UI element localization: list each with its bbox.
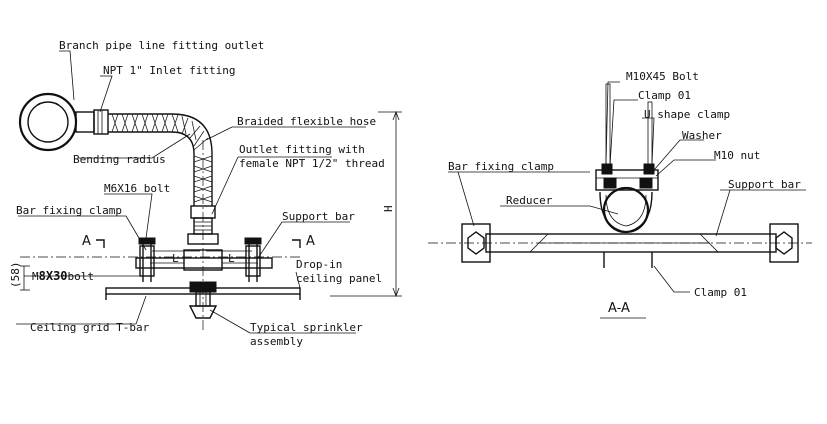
label-ceiling-grid: Ceiling grid T-bar xyxy=(30,321,150,334)
label-drop-in-2: ceiling panel xyxy=(296,272,382,285)
label-m10-nut: M10 nut xyxy=(714,149,760,162)
dimension-h: H xyxy=(330,110,402,298)
dimension-l: L L xyxy=(152,250,252,265)
braided-flexible-hose xyxy=(108,113,213,206)
label-outlet-fitting-1: Outlet fitting with xyxy=(239,143,365,156)
section-a-a-view: M10X45 Bolt Clamp 01 U shape clamp Washe… xyxy=(428,70,812,319)
label-sprinkler-1: Typical sprinkler xyxy=(250,321,363,334)
bar-fixing-clamp-right xyxy=(244,237,262,282)
label-npt-inlet: NPT 1" Inlet fitting xyxy=(103,64,235,77)
dimension-l1-text: L xyxy=(172,252,179,265)
label-outlet-fitting-2: female NPT 1/2" thread xyxy=(239,157,385,170)
right-leaders xyxy=(448,81,806,293)
end-clamp-right xyxy=(769,223,799,263)
section-marker-left: A xyxy=(82,234,105,249)
bolt-size: 8X30 xyxy=(39,269,68,283)
label-sprinkler-2: assembly xyxy=(250,335,303,348)
label-m8x30-bolt: M8X30bolt xyxy=(32,269,94,283)
label-bar-fixing-clamp-right: Bar fixing clamp xyxy=(448,160,554,173)
label-branch-outlet: Branch pipe line fitting outlet xyxy=(59,39,264,52)
left-leaders xyxy=(16,50,366,334)
dimension-58: (58) xyxy=(9,262,30,291)
npt-inlet-fitting xyxy=(75,109,109,135)
label-drop-in-1: Drop-in xyxy=(296,258,342,271)
label-m10x45-bolt: M10X45 Bolt xyxy=(626,70,699,83)
section-title: A-A xyxy=(608,301,630,316)
label-bar-fixing-clamp-left: Bar fixing clamp xyxy=(16,204,122,217)
label-m6x16-bolt: M6X16 bolt xyxy=(104,182,170,195)
section-a-left-text: A xyxy=(82,234,91,249)
label-clamp-01-bottom: Clamp 01 xyxy=(694,286,747,299)
label-u-shape-clamp: U shape clamp xyxy=(644,108,730,121)
left-elevation-view: H (58) L L A A xyxy=(9,39,402,348)
dimension-h-text: H xyxy=(382,205,395,212)
label-support-bar-right: Support bar xyxy=(728,178,801,191)
section-a-right-text: A xyxy=(306,234,315,249)
end-clamp-left xyxy=(461,223,491,263)
bar-fixing-clamp-left xyxy=(138,237,156,282)
dimension-l2-text: L xyxy=(228,252,235,265)
label-washer: Washer xyxy=(682,129,722,142)
section-marker-right: A xyxy=(292,234,315,249)
label-reducer: Reducer xyxy=(506,194,553,207)
pipe-clamp-assembly xyxy=(595,83,659,268)
label-support-bar-left: Support bar xyxy=(282,210,355,223)
label-bending-radius: Bending radius xyxy=(73,153,166,166)
branch-pipe-section xyxy=(18,92,78,152)
bolt-prefix: M xyxy=(32,270,39,283)
bolt-suffix: bolt xyxy=(68,270,95,283)
support-bar-left xyxy=(135,249,273,271)
dimension-58-text: (58) xyxy=(9,262,22,289)
label-braided-hose: Braided flexible hose xyxy=(237,115,376,128)
label-clamp-01-top: Clamp 01 xyxy=(638,89,691,102)
support-bar-right xyxy=(485,233,777,253)
